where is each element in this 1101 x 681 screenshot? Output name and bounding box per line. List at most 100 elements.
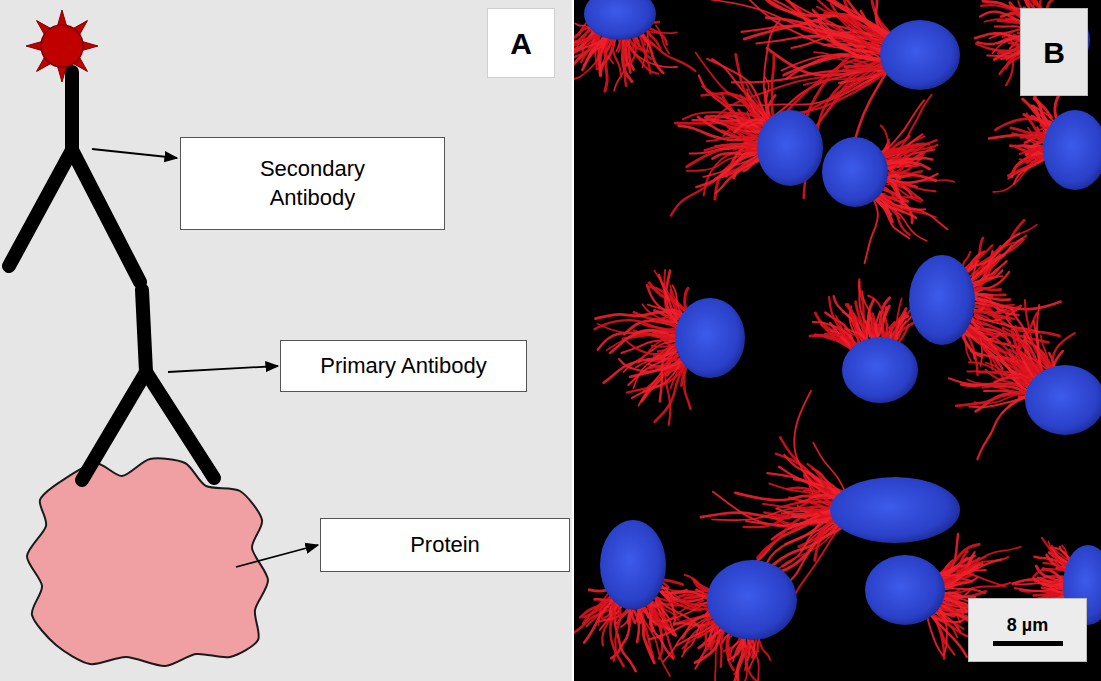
mitochondrion	[973, 331, 1036, 379]
mitochondrion	[667, 592, 712, 600]
mitochondrion	[656, 25, 669, 53]
nucleus	[675, 298, 745, 378]
mitochondrion	[735, 120, 763, 133]
leader-arrow	[92, 149, 177, 158]
scale-bar-box: 8 µm	[968, 598, 1087, 662]
mitochondrion	[649, 616, 707, 640]
mitochondrion	[879, 193, 948, 230]
mitochondrion	[1034, 579, 1065, 586]
label-text: Secondary Antibody	[238, 155, 388, 212]
mitochondrion	[722, 130, 756, 143]
label-text: B	[1043, 33, 1065, 72]
mitochondrion	[882, 319, 884, 337]
panel-a-ground	[0, 0, 572, 681]
label-text: Primary Antibody	[320, 352, 486, 381]
nuclei	[584, 0, 1101, 640]
mitochondrion	[967, 239, 1022, 285]
nucleus	[822, 137, 888, 207]
leader-arrow	[236, 545, 318, 567]
mitochondrion	[1015, 588, 1062, 591]
mitochondrion	[982, 387, 1024, 392]
primary-antibody	[146, 372, 214, 478]
mitochondrion	[764, 20, 780, 125]
mitochondrion	[707, 59, 774, 125]
fluorophore	[41, 25, 83, 67]
mitochondrion	[956, 392, 1027, 406]
mitochondrion	[705, 144, 762, 150]
nucleus	[880, 20, 960, 90]
mitochondria	[574, 0, 1075, 681]
mitochondrion	[814, 52, 888, 68]
mitochondrion	[655, 368, 683, 422]
mitochondrion	[613, 39, 622, 77]
mitochondrion	[1016, 326, 1046, 379]
mitochondrion	[1031, 569, 1067, 580]
mitochondrion	[575, 23, 585, 25]
mitochondrion	[816, 517, 834, 540]
mitochondrion	[886, 317, 901, 338]
mitochondrion	[875, 324, 878, 335]
secondary-antibody	[65, 72, 79, 150]
mitochondrion	[605, 33, 611, 92]
nucleus	[865, 555, 945, 625]
mitochondrion	[712, 152, 764, 158]
mitochondrion	[808, 464, 835, 496]
mitochondrion	[1051, 547, 1069, 562]
label-box: Secondary Antibody	[180, 137, 445, 230]
nucleus	[757, 110, 823, 186]
leader-arrow	[168, 366, 278, 372]
mitochondrion	[665, 310, 680, 312]
mitochondrion	[700, 633, 723, 659]
mitochondrion	[650, 31, 677, 33]
mitochondrion	[1036, 132, 1044, 134]
mitochondrion	[618, 40, 619, 51]
mitochondrion	[1047, 555, 1064, 568]
nucleus	[600, 520, 666, 610]
nucleus	[830, 477, 960, 543]
nucleus	[842, 337, 918, 403]
mitochondrion	[651, 604, 674, 659]
micrograph	[574, 0, 1101, 681]
nucleus	[1025, 365, 1101, 435]
primary-antibody	[142, 290, 146, 372]
scale-bar	[993, 641, 1063, 646]
mitochondrion	[977, 395, 1033, 459]
mitochondrion	[839, 329, 854, 347]
mitochondrion	[610, 600, 623, 666]
mitochondrion	[657, 358, 676, 368]
mitochondrion	[831, 3, 879, 43]
nucleus	[707, 560, 797, 640]
primary-antibody	[82, 372, 146, 480]
mitochondrion	[747, 123, 763, 127]
protein-blob	[27, 458, 268, 666]
mitochondrion	[696, 154, 754, 187]
mitochondrion	[703, 151, 764, 177]
mitochondrion	[765, 77, 769, 115]
mitochondrion	[965, 239, 1024, 283]
mitochondrion	[970, 288, 1001, 290]
mitochondrion	[623, 34, 628, 86]
label-box: Primary Antibody	[280, 340, 527, 392]
label-text: Protein	[410, 531, 480, 560]
mitochondrion	[638, 32, 663, 73]
mitochondrion	[859, 282, 870, 337]
nucleus	[584, 0, 656, 40]
nucleus	[1043, 110, 1101, 190]
mitochondrion	[1056, 563, 1066, 571]
label-box: Protein	[320, 518, 570, 572]
mitochondrion	[663, 613, 714, 661]
panel-label: A	[487, 8, 555, 78]
mitochondrion	[943, 544, 980, 571]
mitochondrion	[1020, 149, 1045, 154]
nucleus	[909, 255, 975, 345]
mitochondrion	[752, 641, 754, 657]
label-text: 8 µm	[1007, 614, 1048, 637]
label-text: A	[510, 24, 532, 63]
mitochondrion	[845, 329, 867, 341]
secondary-antibody	[72, 150, 140, 282]
mitochondrion	[1014, 158, 1047, 184]
mitochondrion	[574, 37, 608, 56]
